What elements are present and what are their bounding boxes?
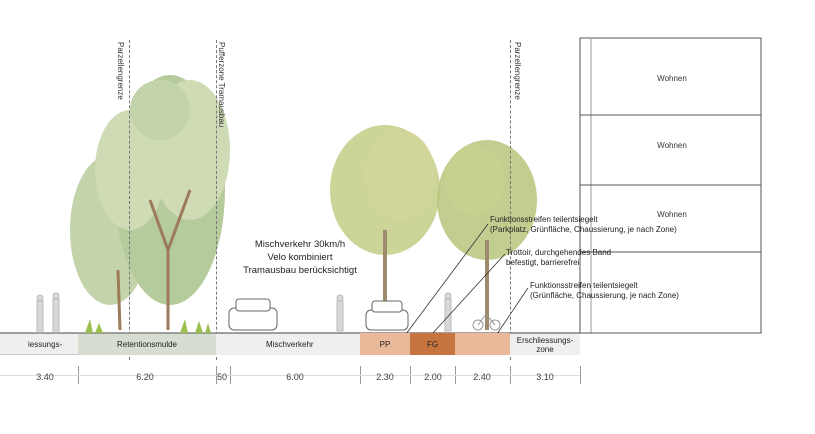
annotation-3-line-2: (Grünfläche, Chaussierung, je nach Zone) [530, 291, 679, 300]
dim-value: 2.30 [376, 372, 394, 382]
building [579, 37, 762, 334]
floor-label-3: Wohnen [657, 210, 687, 219]
floor-label-2: Wohnen [657, 141, 687, 150]
pedestrians [36, 292, 452, 332]
dim-baseline [0, 375, 580, 376]
parcel-line-right [510, 40, 511, 360]
annotation-1-line-1: Funktionsstreifen teilentsiegelt [490, 215, 598, 224]
annotation-functional-strip-1: Funktionsstreifen teilentsiegelt (Parkpl… [490, 215, 677, 235]
dim-value: 6.00 [286, 372, 304, 382]
traffic-line-2: Velo kombiniert [267, 252, 333, 263]
dim-value: 2.00 [424, 372, 442, 382]
tree-trunks-left [116, 189, 192, 331]
cyclist [472, 313, 501, 331]
dim-value: 2.40 [473, 372, 491, 382]
traffic-description: Mischverkehr 30km/h Velo kombiniert Tram… [240, 238, 360, 277]
zone-functional-right [455, 333, 510, 355]
zone-left: iessungs- [0, 333, 78, 355]
dim-value: 50 [216, 372, 227, 382]
parcel-label-right: Parzellengrenze [513, 42, 522, 100]
buffer-line [216, 40, 217, 360]
leader-lines [405, 223, 529, 335]
dim-tick [580, 366, 581, 384]
annotation-functional-strip-2: Funktionsstreifen teilentsiegelt (Grünfl… [530, 281, 679, 301]
zone-access: Erschliessungs- zone [510, 333, 580, 355]
large-tree-left [70, 75, 230, 305]
access-zone-line-2: zone [536, 344, 554, 354]
car-right [365, 300, 409, 331]
annotation-2-line-2: befestigt, barrierefrei [506, 258, 580, 267]
dim-value: 6.20 [136, 372, 154, 382]
parcel-line-left [129, 40, 130, 360]
zone-mixed-traffic: Mischverkehr [216, 333, 360, 355]
floor-label-1: Wohnen [657, 74, 687, 83]
annotation-1-line-2: (Parkplatz, Grünfläche, Chaussierung, je… [490, 225, 677, 234]
parcel-label-left: Parzellengrenze [116, 42, 125, 100]
dim-value: 3.10 [536, 372, 554, 382]
zone-pp: PP [360, 333, 410, 355]
zone-fg: FG [410, 333, 455, 355]
street-tree-2 [437, 140, 537, 330]
annotation-sidewalk: Trottoir, durchgehendes Band befestigt, … [506, 248, 611, 268]
grass [85, 319, 211, 333]
dim-value: 3.40 [36, 372, 54, 382]
street-tree-1 [330, 125, 440, 330]
traffic-line-3: Tramausbau berücksichtigt [243, 265, 357, 276]
buffer-label: Pufferzone Tramausbau [217, 42, 226, 128]
zone-retention: Retentionsmulde [78, 333, 216, 355]
access-zone-line-1: Erschliessungs- [516, 335, 574, 345]
car-left [228, 298, 278, 331]
traffic-line-1: Mischverkehr 30km/h [254, 239, 346, 250]
annotation-2-line-1: Trottoir, durchgehendes Band [506, 248, 612, 257]
annotation-3-line-1: Funktionsstreifen teilentsiegelt [530, 281, 638, 290]
